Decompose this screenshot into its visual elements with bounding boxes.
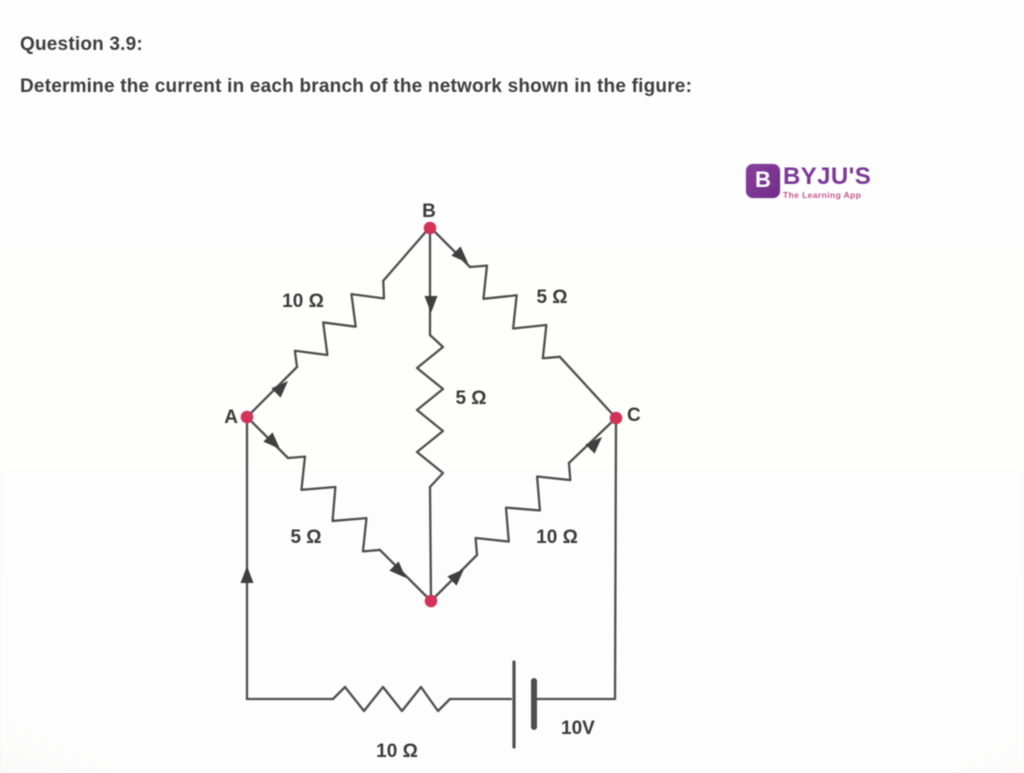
question-label: Question 3.9:: [20, 34, 143, 55]
resistor-series-label: 10 Ω: [376, 741, 418, 762]
current-arrow-left-vertical-icon: [240, 566, 254, 583]
byjus-logo: B BYJU'S The Learning App: [746, 164, 871, 200]
wire-middle-resistor-to-d: [428, 485, 433, 603]
wire-right-vertical: [613, 416, 618, 701]
current-arrow-a-to-b-icon: [271, 381, 288, 398]
byjus-b-icon-letter: B: [755, 167, 771, 192]
circuit-nodes: [240, 221, 623, 608]
wire-dc-resistor-to-c: [567, 416, 618, 465]
resistor-ad-label: 5 Ω: [290, 527, 321, 548]
byjus-brand-name: BYJU'S: [783, 163, 872, 190]
current-arrow-dc-near-c-icon: [585, 437, 602, 454]
wire-a-to-ab-resistor: [245, 365, 299, 419]
current-arrows: [240, 246, 602, 586]
current-arrow-ad-near-d-icon: [389, 561, 406, 578]
resistor-dc-zigzag: [474, 461, 572, 557]
current-arrow-b-to-c-icon: [451, 246, 468, 263]
resistor-ad-zigzag: [286, 455, 382, 553]
wire-ab-resistor-to-b: [382, 225, 432, 282]
byjus-logo-text: BYJU'S The Learning App: [783, 164, 871, 200]
resistor-bd-middle-zigzag: [415, 333, 445, 489]
byjus-b-icon: B: [746, 164, 780, 198]
circuit-resistors: [286, 264, 572, 713]
question-text: Determine the current in each branch of …: [20, 76, 693, 97]
circuit-labels: B A C 10 Ω 5 Ω 5 Ω 5 Ω 10 Ω 10 Ω 10V: [224, 201, 641, 762]
resistor-bc-zigzag: [468, 264, 561, 360]
node-b-dot: [423, 221, 437, 235]
current-arrow-d-to-c-icon: [447, 569, 464, 586]
byjus-tagline: The Learning App: [783, 190, 862, 200]
wire-bc-resistor-to-c: [558, 355, 618, 420]
circuit-wires: [245, 225, 618, 701]
node-a-dot: [240, 410, 254, 424]
wire-ad-resistor-to-d: [378, 548, 433, 603]
node-d-dot: [424, 594, 438, 608]
resistor-ab-zigzag: [293, 279, 386, 369]
node-c-dot: [609, 411, 623, 425]
resistor-dc-label: 10 Ω: [536, 527, 578, 548]
current-arrow-b-to-d-icon: [424, 296, 438, 313]
node-c-label: C: [627, 405, 641, 426]
circuit-diagram: B A C 10 Ω 5 Ω 5 Ω 5 Ω 10 Ω 10 Ω 10V: [224, 201, 641, 762]
node-b-label: B: [422, 201, 436, 222]
resistor-bd-label: 5 Ω: [455, 388, 486, 409]
battery-voltage-label: 10V: [561, 718, 595, 739]
node-a-label: A: [224, 407, 238, 428]
battery-symbol: [512, 660, 537, 749]
resistor-series-zigzag: [331, 685, 452, 713]
resistor-bc-label: 5 Ω: [536, 287, 567, 308]
resistor-ab-label: 10 Ω: [282, 291, 324, 312]
current-arrow-a-to-d-icon: [263, 432, 280, 449]
